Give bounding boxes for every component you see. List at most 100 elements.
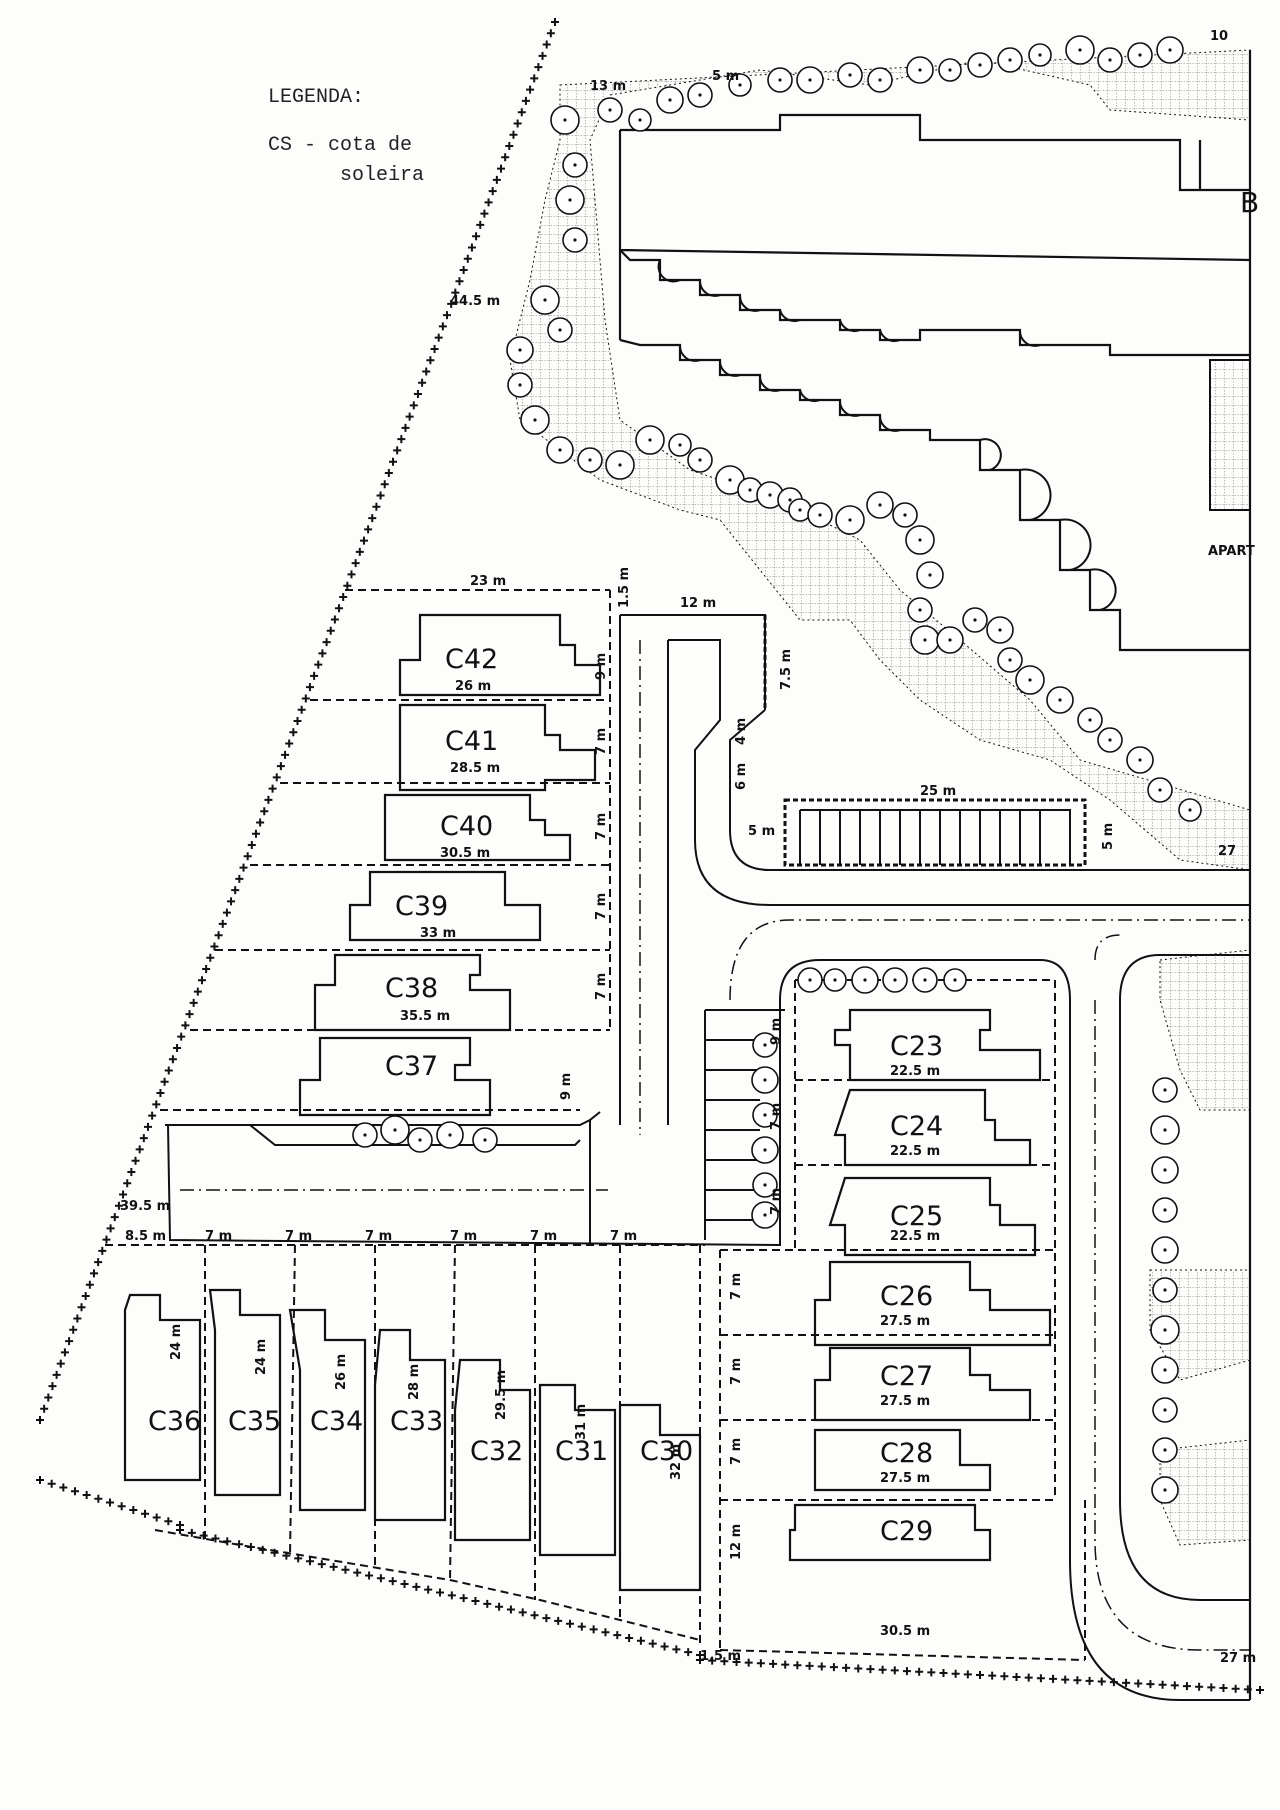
tree-trunk [558, 448, 562, 452]
tree-trunk [878, 78, 882, 82]
house-footprint [618, 1403, 702, 1592]
tree-trunk [483, 1138, 487, 1142]
lot-frontage-label: 7 m [530, 1229, 557, 1244]
dim-right-27: 27 [1218, 844, 1236, 859]
tree-trunk [978, 63, 982, 67]
tree-trunk [1163, 1168, 1167, 1172]
lot-frontage-label: 30.5 m [440, 846, 490, 861]
tree-trunk [918, 68, 922, 72]
lot-depth-label: 28 m [407, 1364, 422, 1400]
boundary-crosses [36, 18, 559, 1424]
lot-depth-label: 26 m [334, 1354, 349, 1390]
tree-trunk [518, 348, 522, 352]
boundary-crosses [36, 1476, 184, 1529]
tree-trunk [748, 488, 752, 492]
tree-trunk [608, 108, 612, 112]
lot-label: C26 [880, 1281, 933, 1312]
tree-trunk [1138, 758, 1142, 762]
tree-trunk [763, 1148, 767, 1152]
tree-trunk [973, 618, 977, 622]
lot-frontage-label: 22.5 m [890, 1064, 940, 1079]
tree-trunk [763, 1078, 767, 1082]
lot-frontage-label: 7 m [450, 1229, 477, 1244]
tree-trunk [948, 638, 952, 642]
tree-trunk [1188, 808, 1192, 812]
lot-frontage-label: 28.5 m [450, 761, 500, 776]
lot-depth-label: 7 m [769, 1103, 784, 1130]
tree-trunk [948, 68, 952, 72]
side-parking [704, 1009, 785, 1240]
lot-depth-label: 7 m [729, 1438, 744, 1465]
tree-trunk [923, 978, 927, 982]
tree-trunk [573, 163, 577, 167]
tree-trunk [918, 608, 922, 612]
tree-trunk [558, 328, 562, 332]
dim-bottom-27m: 27 m [1220, 1651, 1256, 1666]
tree-trunk [1108, 58, 1112, 62]
house-footprint [813, 1428, 992, 1492]
tree-trunk [1163, 1248, 1167, 1252]
house-footprint [833, 1008, 1042, 1082]
dim-top-10: 10 [1210, 29, 1228, 44]
lot-label: C30 [640, 1436, 693, 1467]
lot-label: C29 [880, 1516, 933, 1547]
tree-trunk [1163, 1368, 1167, 1372]
trees [352, 35, 1202, 1504]
tree-trunk [923, 638, 927, 642]
tree-trunk [1058, 698, 1062, 702]
house-footprint [313, 953, 512, 1032]
tree-trunk [533, 418, 537, 422]
tree-trunk [763, 1213, 767, 1217]
lot-depth-label: 7 m [769, 1188, 784, 1215]
house-footprint [453, 1358, 532, 1542]
tree-trunk [568, 198, 572, 202]
tree-trunk [698, 458, 702, 462]
tree-trunk [848, 73, 852, 77]
tree-trunk [1108, 738, 1112, 742]
tree-trunk [1163, 1448, 1167, 1452]
dim-side-4m: 4 m [734, 718, 749, 745]
dim-top-12m: 12 m [680, 596, 716, 611]
tree-trunk [833, 978, 837, 982]
tree-trunk [1163, 1288, 1167, 1292]
dim-side-5m-a: 5 m [748, 824, 775, 839]
tree-trunk [878, 503, 882, 507]
tree-trunk [678, 443, 682, 447]
legend-title: LEGENDA: [268, 86, 364, 109]
tree-trunk [998, 628, 1002, 632]
tree-trunk [1163, 1328, 1167, 1332]
boundary-crosses [176, 1526, 704, 1659]
lot-label: C31 [555, 1436, 608, 1467]
dim-top-23m: 23 m [470, 574, 506, 589]
tree-trunk [1008, 658, 1012, 662]
dimension-labels: 10 5 m 13 m 44.5 m 23 m 1.5 m 12 m 7.5 m… [120, 29, 1256, 1666]
lot-label: C39 [395, 891, 448, 922]
tree-trunk [818, 513, 822, 517]
tree-trunk [1038, 53, 1042, 57]
tree-trunk [518, 383, 522, 387]
tree-trunk [1078, 48, 1082, 52]
lot-label: C24 [890, 1111, 943, 1142]
lot-frontage-label: 26 m [455, 679, 491, 694]
tree-trunk [788, 498, 792, 502]
tree-trunk [1088, 718, 1092, 722]
legend: LEGENDA: CS - cota de soleira [268, 86, 424, 187]
tree-trunk [728, 478, 732, 482]
apart-label: APART [1208, 544, 1255, 559]
house-footprint [208, 1288, 282, 1497]
tree-trunk [738, 83, 742, 87]
tree-trunk [393, 1128, 397, 1132]
tree-trunk [563, 118, 567, 122]
dim-side-6m: 6 m [734, 763, 749, 790]
lot-label: C35 [228, 1406, 281, 1437]
tree-trunk [953, 978, 957, 982]
lot-frontage-label: 27.5 m [880, 1394, 930, 1409]
lot-depth-label: 24 m [169, 1324, 184, 1360]
tree-trunk [448, 1133, 452, 1137]
house-footprint [373, 1328, 447, 1522]
tree-trunk [928, 573, 932, 577]
lot-frontage-label: 35.5 m [400, 1009, 450, 1024]
lot-depth-label: 7 m [594, 893, 609, 920]
lot-depth-label: 9 m [594, 653, 609, 680]
